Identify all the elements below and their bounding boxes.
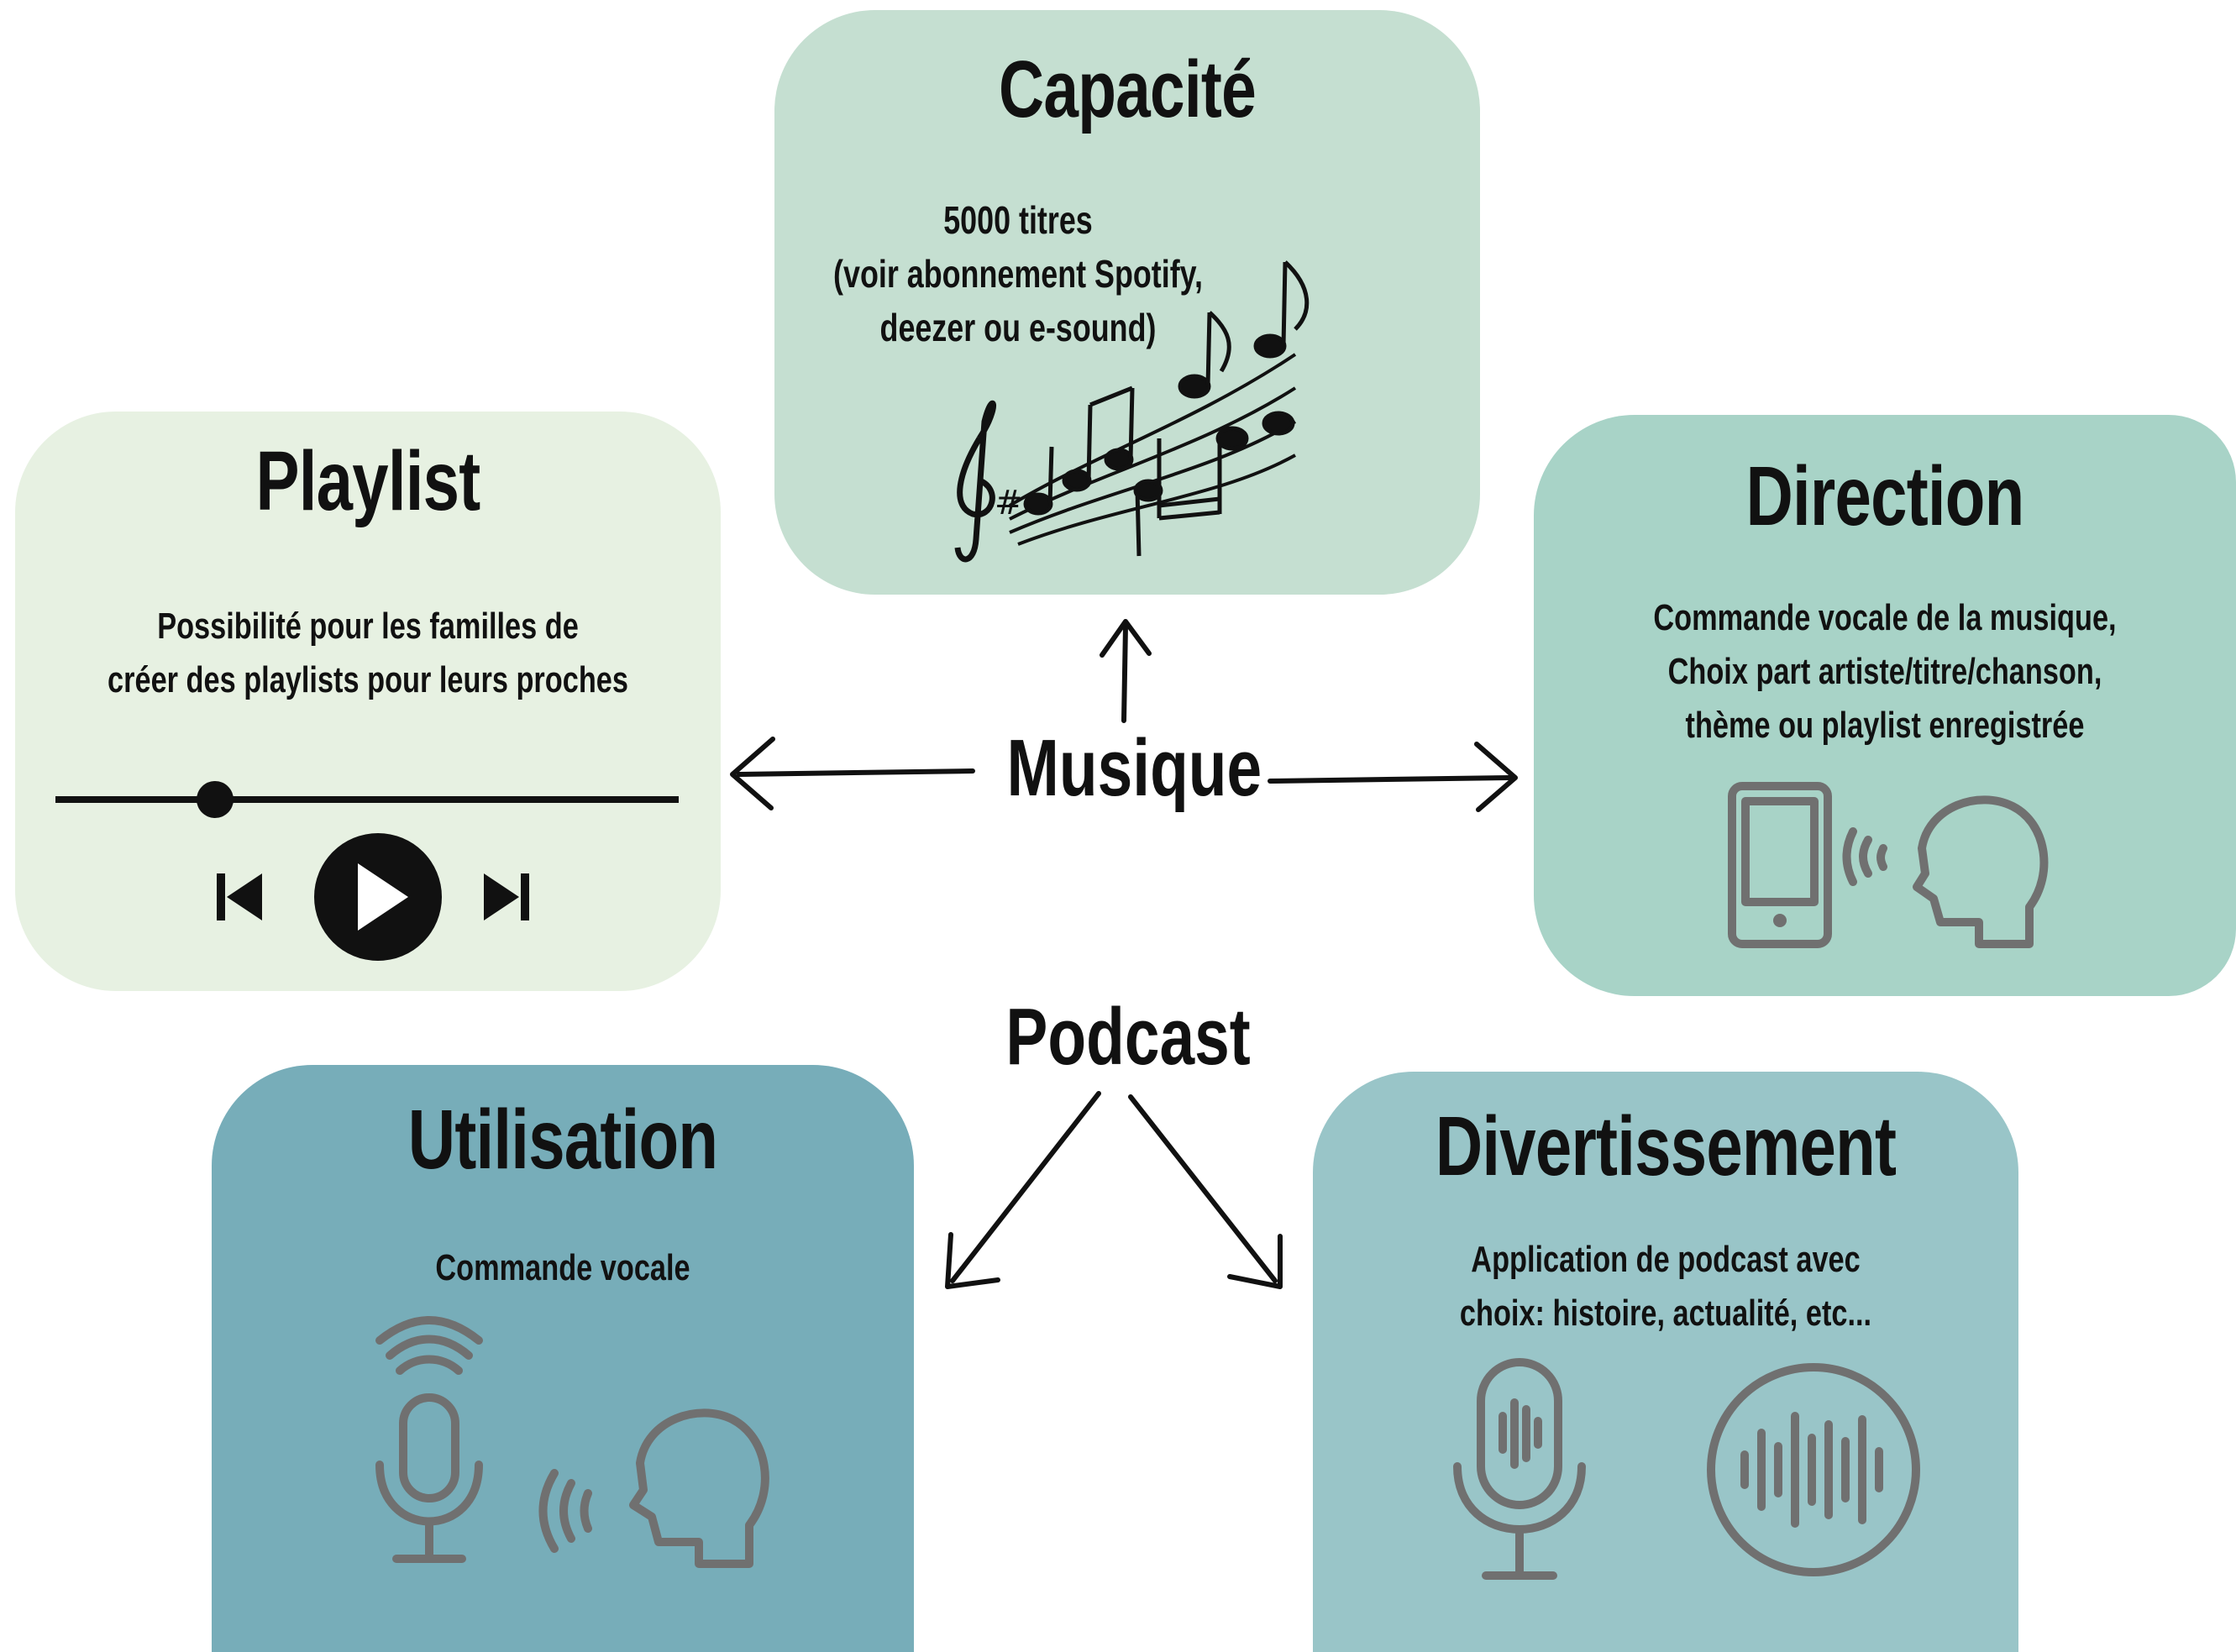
card-playlist-description: Possibilité pour les familles de créer d… [108, 606, 628, 700]
podcast-microphone-icon [1453, 1358, 1920, 1580]
head-icon [1913, 795, 2049, 948]
progress-knob [197, 781, 234, 818]
previous-icon [217, 873, 262, 920]
microphone-icon [1453, 1358, 1586, 1580]
card-direction-description: Commande vocale de la musique, Choix par… [1653, 597, 2117, 746]
arrow-to-capacite [1121, 623, 1128, 723]
card-utilisation-title: Utilisation [407, 1093, 718, 1187]
card-direction: Direction Commande vocale de la musique,… [1534, 415, 2236, 996]
arrow-to-playlist [737, 768, 975, 777]
card-divertissement-description: Application de podcast avec choix: histo… [1459, 1239, 1872, 1334]
head-icon [629, 1408, 769, 1568]
svg-text:#: # [995, 484, 1023, 522]
music-notes-icon: # [954, 260, 1310, 563]
microphone-voice-icon [375, 1316, 769, 1568]
card-playlist-title: Playlist [255, 434, 481, 528]
card-capacite: Capacité 5000 titres (voir abonnement Sp… [774, 10, 1480, 595]
card-direction-title: Direction [1745, 449, 2024, 543]
card-utilisation-description: Commande vocale [435, 1247, 690, 1288]
arrow-to-direction [1268, 775, 1513, 784]
card-divertissement: Divertissement Application de podcast av… [1313, 1072, 2018, 1652]
card-utilisation: Utilisation Commande vocale [212, 1065, 914, 1652]
card-playlist: Playlist Possibilité pour les familles d… [15, 412, 721, 991]
card-divertissement-title: Divertissement [1435, 1099, 1897, 1193]
arrow-to-divertissement [1128, 1094, 1278, 1283]
phone-icon [1728, 782, 1832, 948]
hub-podcast-label: Podcast [1005, 992, 1251, 1082]
card-capacite-title: Capacité [999, 45, 1257, 134]
media-player-icon [55, 781, 679, 961]
play-icon [314, 833, 442, 961]
treble-clef-icon [954, 400, 997, 563]
arrow-to-utilisation [950, 1091, 1101, 1283]
microphone-icon [375, 1316, 483, 1563]
next-icon [484, 873, 529, 920]
sound-wave-icon [1707, 1363, 1920, 1576]
phone-voice-icon [1728, 782, 2049, 948]
card-capacite-description: 5000 titres (voir abonnement Spotify, de… [833, 198, 1203, 349]
hub-musique-label: Musique [1006, 723, 1262, 813]
